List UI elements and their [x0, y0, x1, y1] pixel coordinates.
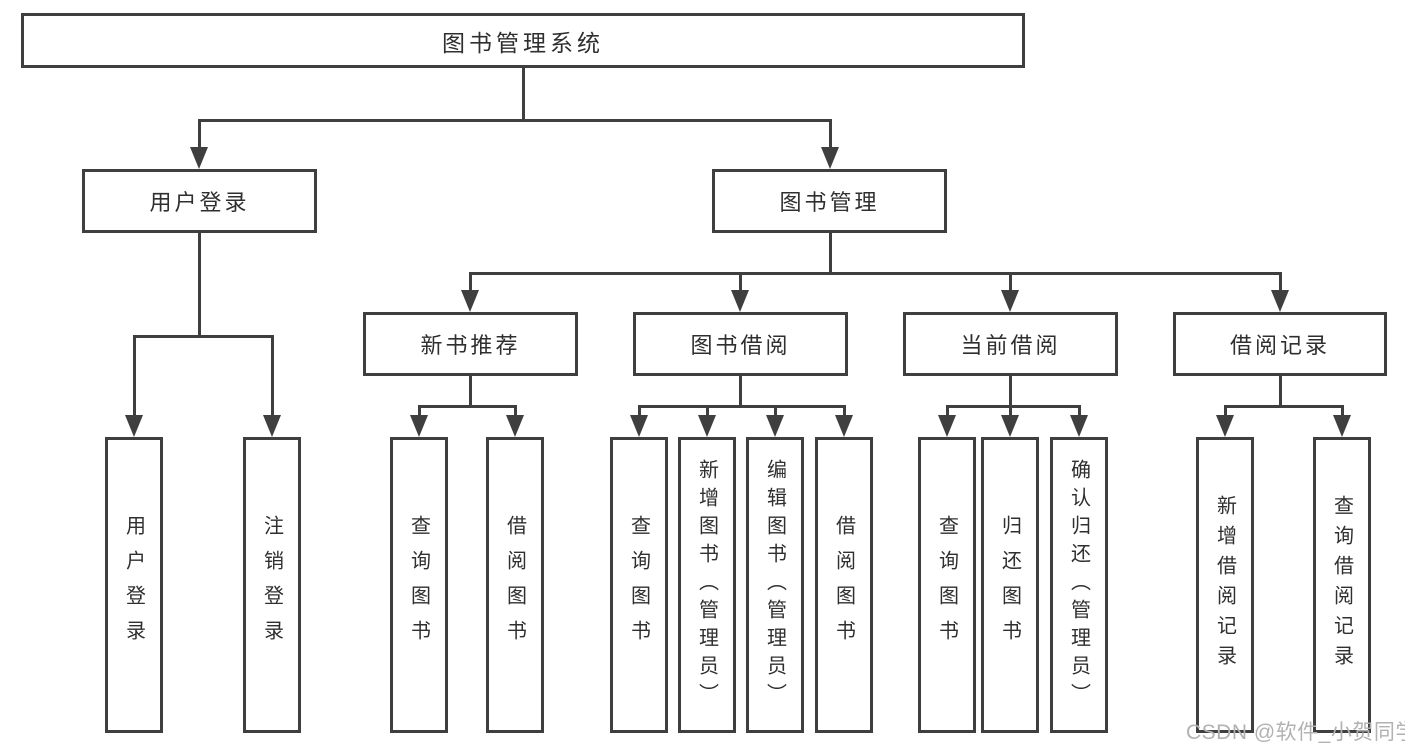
node-current-borrowing: 当前借阅	[903, 312, 1118, 376]
leaf-borrow-books: 借阅图书	[815, 437, 873, 733]
node-library-management-system: 图书管理系统	[21, 13, 1025, 68]
arrowhead-icon	[630, 415, 648, 437]
leaf-borrow-books: 借阅图书	[486, 437, 544, 733]
connector-line	[132, 334, 136, 418]
connector-line	[773, 404, 777, 418]
arrowhead-icon	[821, 147, 839, 169]
arrowhead-icon	[506, 415, 524, 437]
connector-line	[945, 404, 949, 418]
arrowhead-icon	[1001, 415, 1019, 437]
arrowhead-icon	[190, 147, 208, 169]
arrowhead-icon	[1271, 290, 1289, 312]
connector-line	[197, 118, 832, 122]
arrowhead-icon	[835, 415, 853, 437]
leaf-query-books: 查询图书	[390, 437, 448, 733]
arrowhead-icon	[1333, 415, 1351, 437]
leaf-return-books: 归还图书	[981, 437, 1039, 733]
arrowhead-icon	[125, 415, 143, 437]
connector-line	[132, 334, 274, 338]
connector-line	[738, 376, 742, 408]
connector-line	[468, 271, 472, 294]
connector-line	[1224, 404, 1344, 408]
arrowhead-icon	[698, 415, 716, 437]
connector-line	[197, 118, 201, 150]
connector-line	[521, 68, 525, 122]
node-borrowing-records: 借阅记录	[1173, 312, 1387, 376]
connector-line	[1278, 376, 1282, 408]
connector-line	[417, 404, 421, 418]
arrowhead-icon	[263, 415, 281, 437]
node-new-book-recommendation: 新书推荐	[363, 312, 578, 376]
arrowhead-icon	[938, 415, 956, 437]
connector-line	[270, 334, 274, 418]
connector-line	[1077, 404, 1081, 418]
leaf-confirm-return-admin: 确认归还（管理员）	[1050, 437, 1108, 733]
arrowhead-icon	[766, 415, 784, 437]
watermark: CSDN @软件_小贺同学	[1186, 721, 1405, 744]
leaf-query-borrowing-record: 查询借阅记录	[1313, 437, 1371, 733]
leaf-user-login: 用户登录	[105, 437, 163, 733]
arrowhead-icon	[1216, 415, 1234, 437]
connector-line	[945, 404, 1081, 408]
leaf-edit-books-admin: 编辑图书（管理员）	[746, 437, 804, 733]
connector-line	[1340, 404, 1344, 418]
connector-line	[1278, 271, 1282, 294]
arrowhead-icon	[1070, 415, 1088, 437]
connector-line	[197, 233, 201, 338]
connector-line	[828, 233, 832, 275]
connector-line	[513, 404, 517, 418]
arrowhead-icon	[1001, 290, 1019, 312]
node-book-management: 图书管理	[712, 169, 947, 233]
leaf-add-books-admin: 新增图书（管理员）	[678, 437, 736, 733]
arrowhead-icon	[410, 415, 428, 437]
node-book-borrowing: 图书借阅	[633, 312, 848, 376]
connector-line	[637, 404, 641, 418]
arrowhead-icon	[731, 290, 749, 312]
connector-line	[468, 271, 1282, 275]
node-user-login: 用户登录	[82, 169, 317, 233]
leaf-query-books: 查询图书	[918, 437, 976, 733]
connector-line	[417, 404, 517, 408]
leaf-query-books: 查询图书	[610, 437, 668, 733]
connector-line	[738, 271, 742, 294]
connector-line	[1008, 404, 1012, 418]
connector-line	[468, 376, 472, 408]
connector-line	[1008, 271, 1012, 294]
connector-line	[828, 118, 832, 150]
connector-line	[637, 404, 846, 408]
connector-line	[1008, 376, 1012, 408]
arrowhead-icon	[461, 290, 479, 312]
leaf-add-borrowing-record: 新增借阅记录	[1196, 437, 1254, 733]
leaf-logout: 注销登录	[243, 437, 301, 733]
connector-line	[842, 404, 846, 418]
connector-line	[1223, 404, 1227, 418]
connector-line	[705, 404, 709, 418]
